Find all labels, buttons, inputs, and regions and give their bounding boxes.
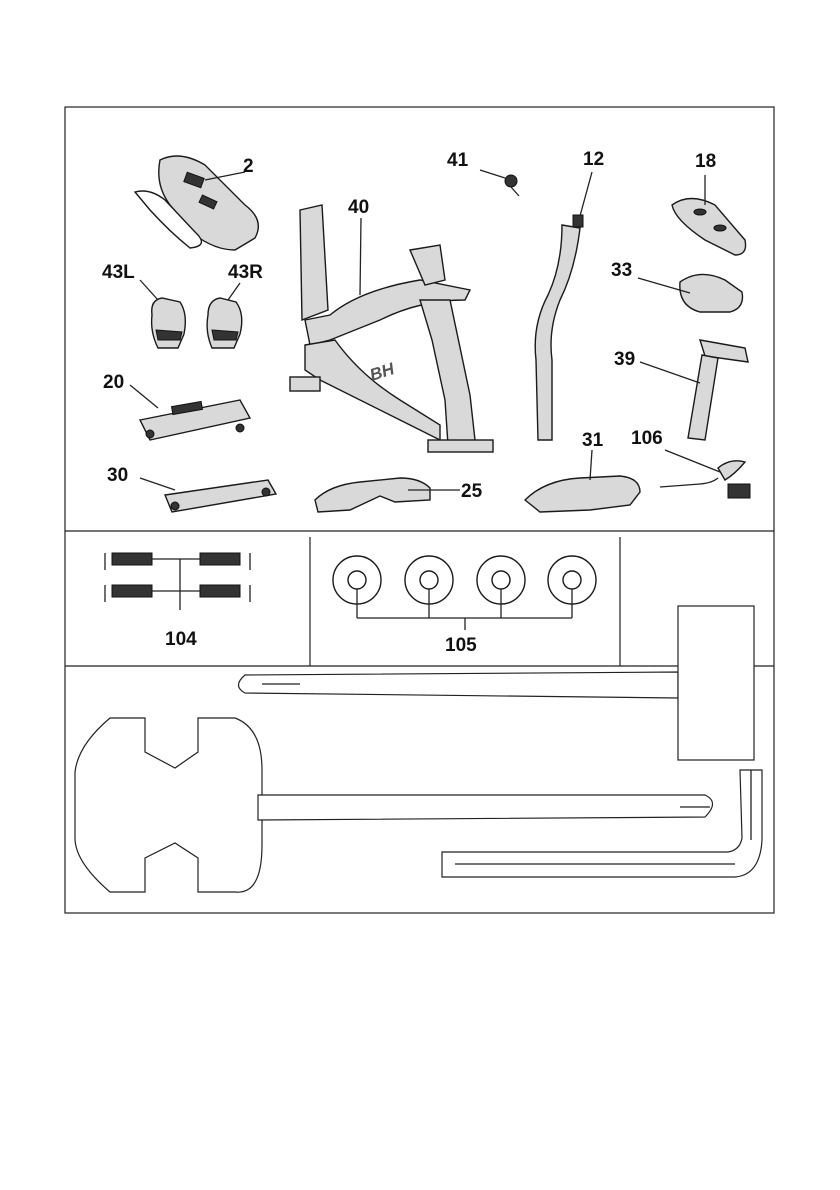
part-31-front-cover [525, 450, 640, 512]
brand-mark: BH [367, 359, 397, 385]
label-part-43L: 43L [102, 262, 135, 283]
tool-hex-key [442, 770, 762, 877]
part-30-rear-stabilizer [140, 478, 276, 512]
label-part-18: 18 [695, 151, 716, 172]
label-part-33: 33 [611, 260, 632, 281]
part-105-washers [333, 556, 596, 630]
part-18-seat-base [672, 175, 746, 255]
part-43L-pedal [140, 280, 185, 348]
label-part-25: 25 [461, 481, 483, 502]
label-part-40: 40 [348, 197, 369, 218]
part-25-rear-cover [315, 478, 460, 512]
part-40-main-frame: BH [290, 205, 493, 452]
part-12-handlebar-post [535, 172, 592, 440]
label-part-12: 12 [583, 149, 604, 170]
label-part-20: 20 [103, 372, 124, 393]
label-part-30: 30 [107, 465, 128, 486]
label-part-43R: 43R [228, 262, 263, 283]
part-41-knob [480, 170, 519, 196]
label-part-2: 2 [243, 156, 254, 177]
label-part-104: 104 [165, 629, 197, 650]
label-part-31: 31 [582, 430, 604, 451]
tool-wrench-rectangular [239, 606, 755, 760]
part-33-seat [638, 274, 743, 312]
part-106-power-adapter [660, 450, 750, 498]
part-104-bolts [105, 553, 250, 610]
part-2-console-cover [135, 156, 258, 250]
label-part-41: 41 [447, 150, 469, 171]
part-39-seat-post [640, 340, 748, 440]
part-43R-pedal [207, 283, 242, 348]
part-20-front-stabilizer [130, 385, 250, 440]
label-part-106: 106 [631, 428, 663, 449]
label-part-105: 105 [445, 635, 477, 656]
label-part-39: 39 [614, 349, 635, 370]
